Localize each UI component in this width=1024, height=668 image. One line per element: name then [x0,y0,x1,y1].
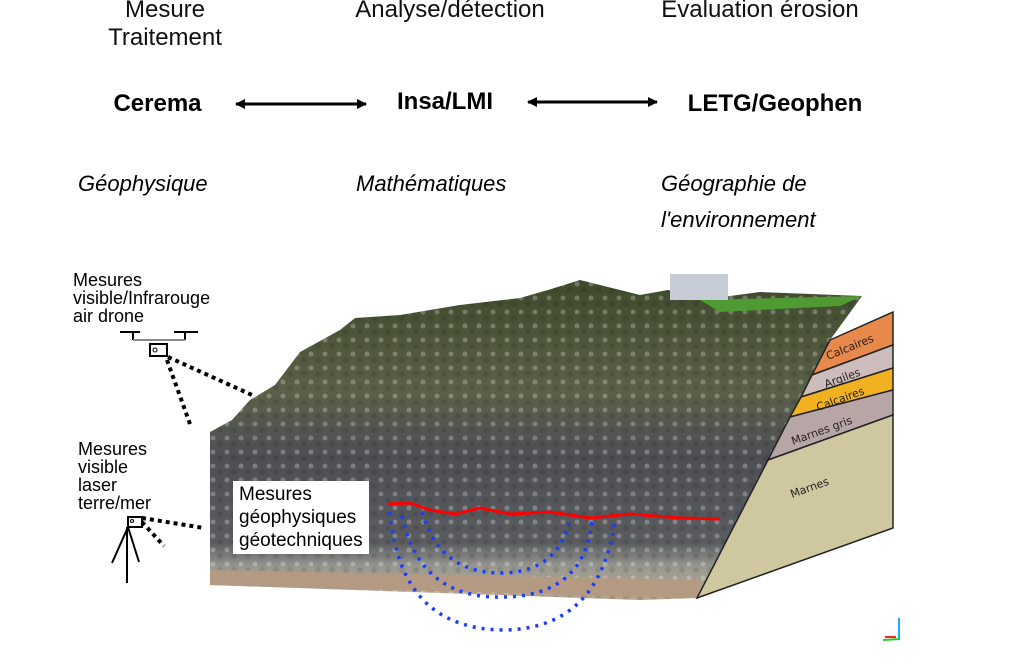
field-mathematiques: Mathématiques [356,171,507,196]
category-measure: Mesure Traitement [80,0,250,52]
laser-view-lines [140,516,205,548]
drone-view-lines [165,355,253,425]
field-geographie: Géographie de l'environnement [661,166,816,238]
bunker [670,274,728,300]
label-drone-line3: air drone [73,306,145,326]
label-laser-line4: terre/mer [78,493,152,513]
category-measure-line1: Mesure [124,0,206,23]
arc-2 [400,515,594,599]
org-cerema: Cerema [113,90,202,117]
field-geophysique: Géophysique [78,171,208,196]
cliff-image [210,274,862,600]
label-laser-line3: laser [78,475,118,495]
category-measure-line2: Traitement [108,24,222,51]
label-drone-line2: visible/Infrarouge [73,288,211,308]
label-drone-line1: Mesures [73,270,143,290]
org-insa-lmi: Insa/LMI [396,88,493,115]
label-geophysics-line2: géophysiques [239,507,357,528]
label-laser-line2: visible [78,457,129,477]
field-geographie-line2: l'environnement [661,207,816,232]
label-laser-measures: Mesures visible laser terre/mer [78,440,151,512]
axis-gizmo-icon [882,618,901,641]
surface-profile-line [387,501,721,521]
category-analysis: Analyse/détection [355,0,545,23]
label-drone-measures: Mesures visible/Infrarouge air drone [73,271,210,325]
label-geophysics-measures: Mesures géophysiques géotechniques [233,481,369,554]
label-laser-line1: Mesures [78,439,148,459]
tripod-laser-icon [111,516,143,583]
field-geographie-line1: Géographie de [661,171,807,196]
category-evaluation: Evaluation érosion [661,0,859,23]
geology-block [695,310,894,600]
label-geophysics-line1: Mesures [239,484,312,505]
org-letg-geophen: LETG/Geophen [687,90,863,117]
electrical-arcs [388,511,617,632]
label-geophysics-line3: géotechniques [239,530,363,551]
layer-marnes [695,413,894,600]
drone-icon [120,331,198,357]
